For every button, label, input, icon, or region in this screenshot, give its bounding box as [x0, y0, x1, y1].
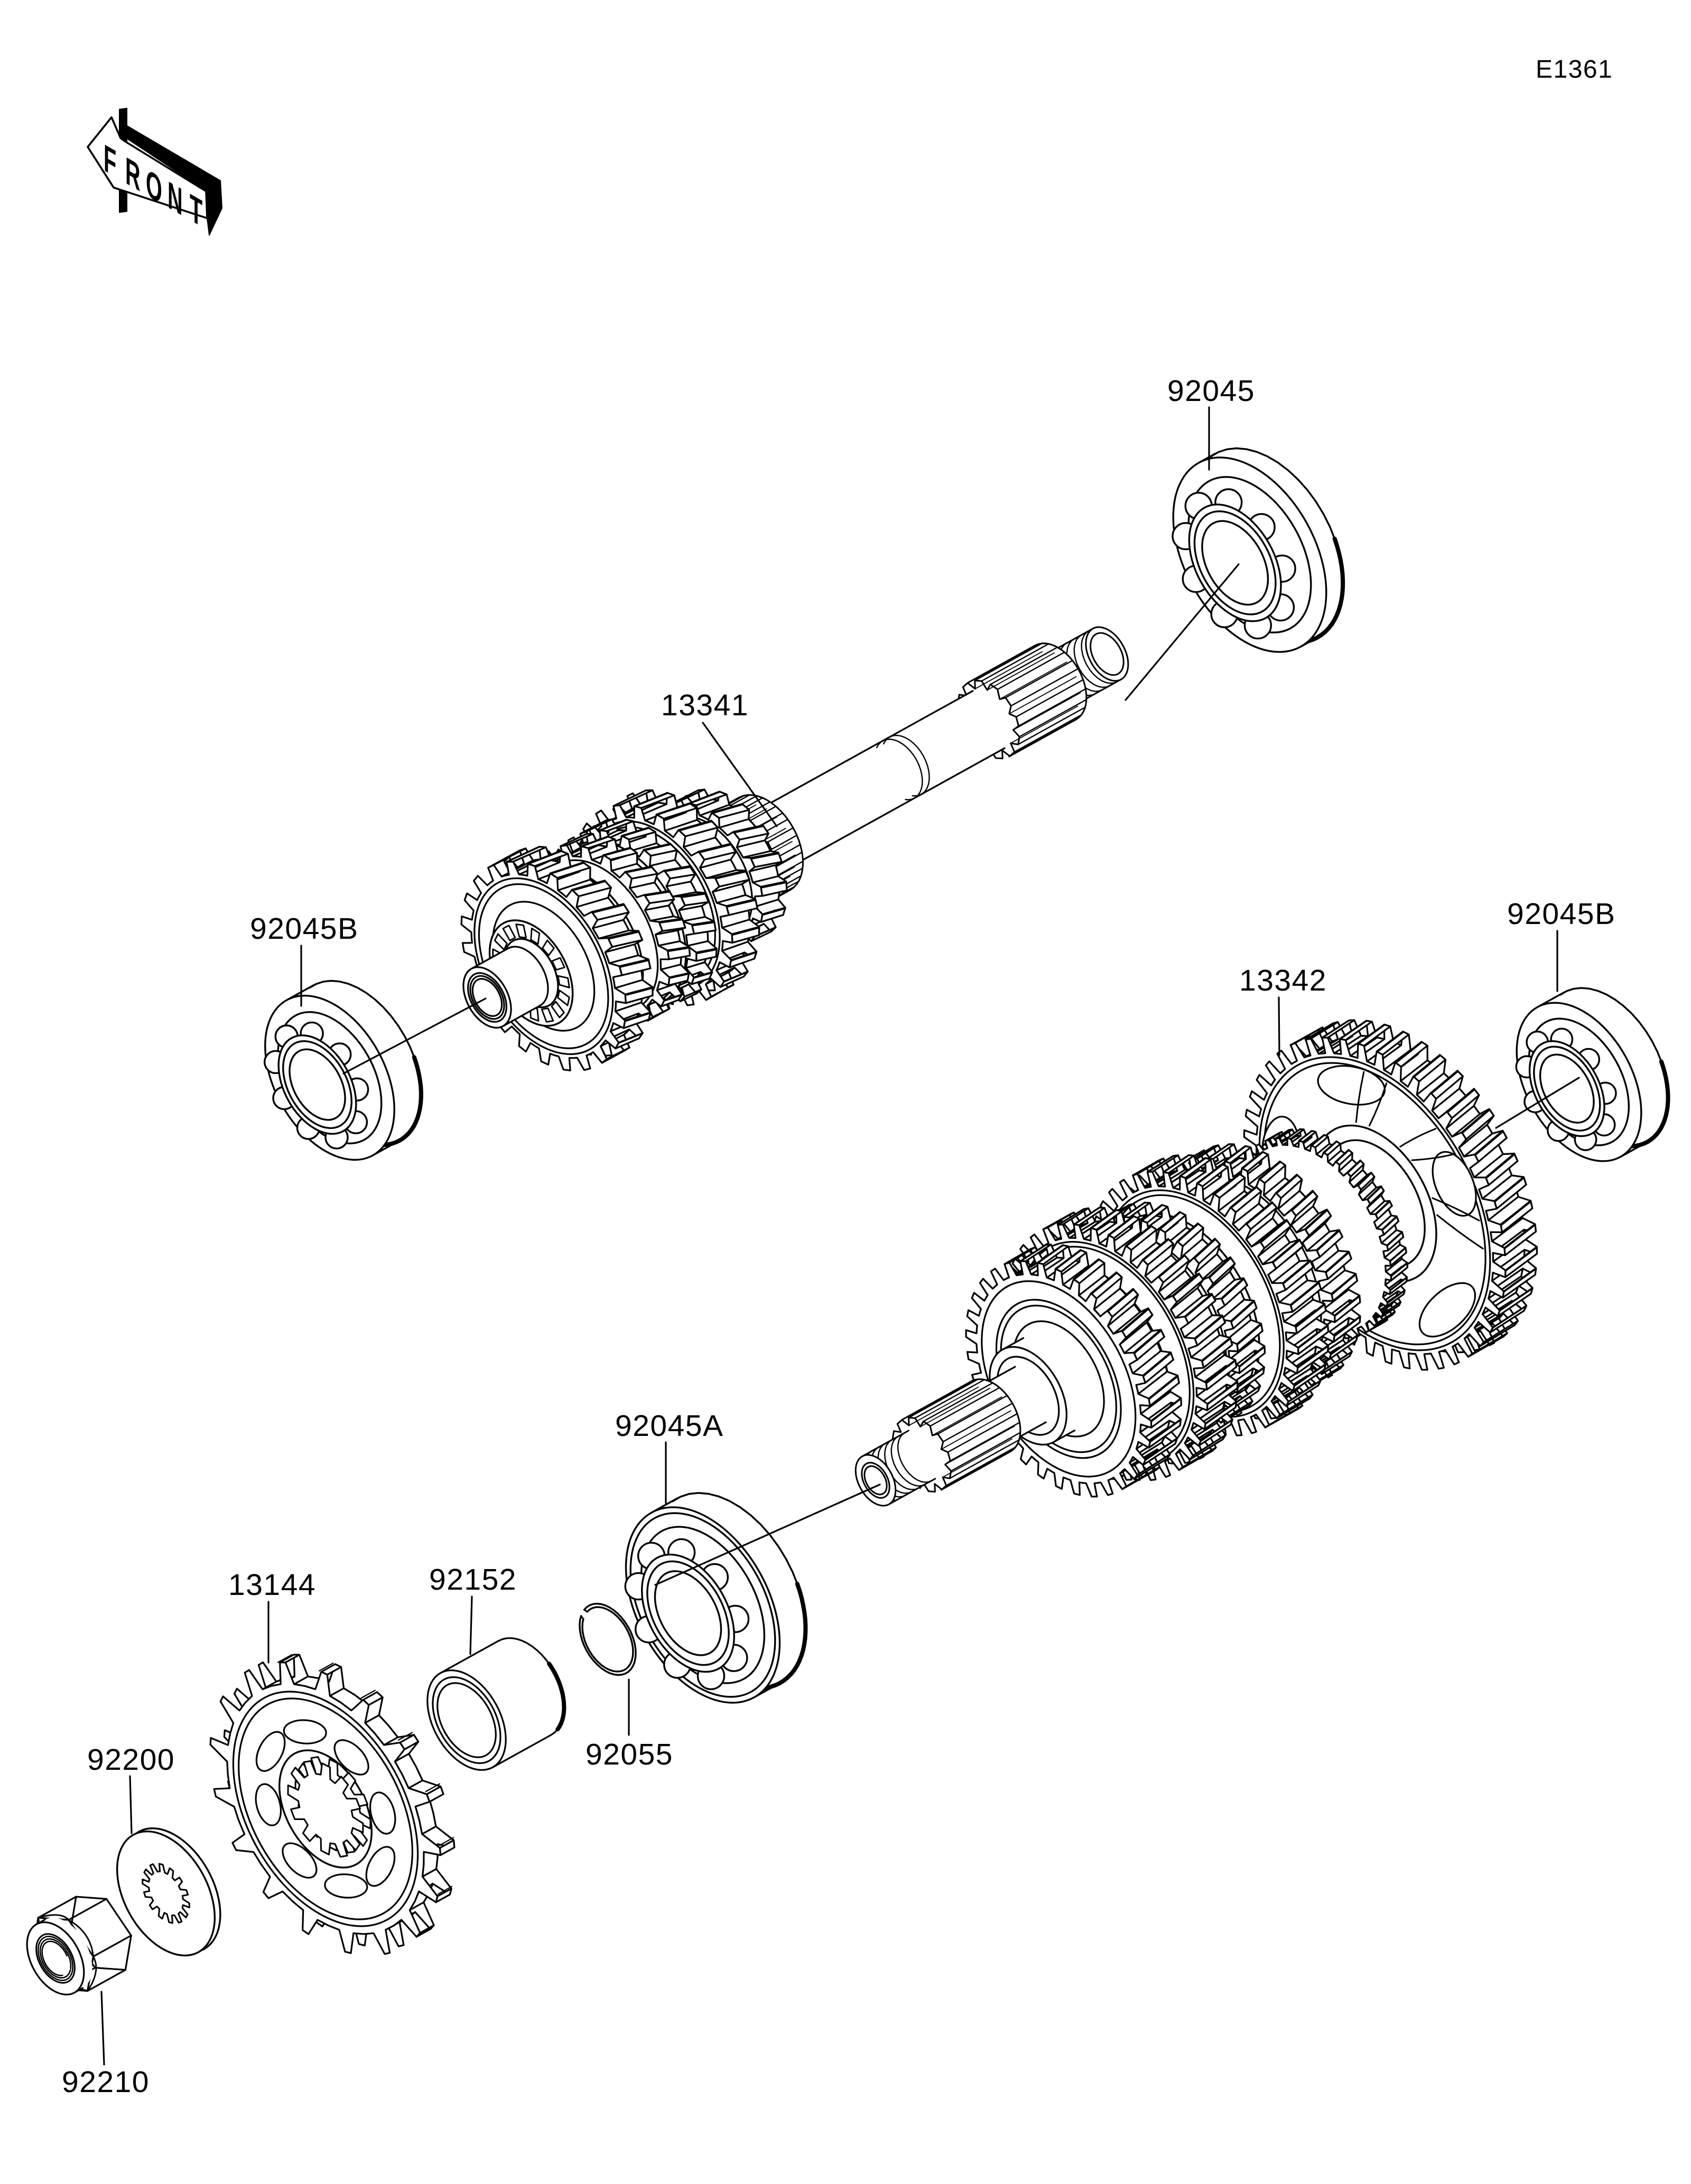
svg-text:92200: 92200	[87, 1743, 175, 1777]
svg-text:92045B: 92045B	[1507, 897, 1616, 931]
svg-text:92210: 92210	[62, 2065, 150, 2099]
svg-text:O: O	[146, 160, 162, 212]
svg-text:92045A: 92045A	[615, 1409, 724, 1443]
svg-text:R: R	[125, 148, 141, 200]
svg-text:92045B: 92045B	[250, 912, 359, 946]
svg-text:T: T	[190, 185, 202, 235]
svg-text:13341: 13341	[661, 688, 749, 722]
svg-text:F: F	[104, 135, 116, 185]
svg-text:92055: 92055	[586, 1738, 673, 1771]
svg-text:92045: 92045	[1167, 374, 1255, 408]
svg-text:N: N	[168, 172, 183, 224]
svg-text:13144: 13144	[228, 1568, 316, 1602]
svg-text:92152: 92152	[429, 1563, 517, 1597]
svg-text:13342: 13342	[1239, 964, 1327, 997]
svg-text:E1361: E1361	[1536, 55, 1613, 83]
